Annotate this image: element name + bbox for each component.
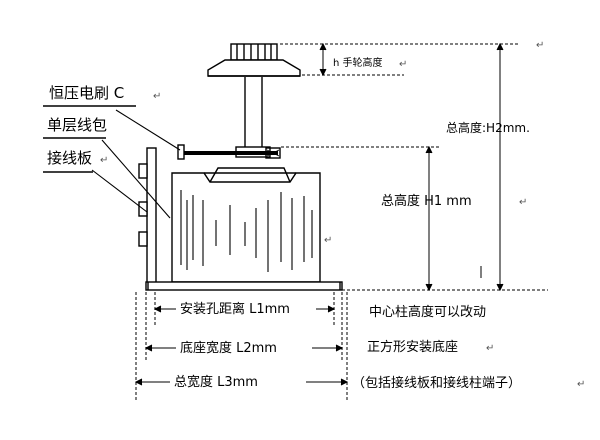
return-mark: ↵ bbox=[399, 59, 407, 70]
note-includes: （包括接线板和接线柱端子） bbox=[352, 375, 521, 391]
coil-body bbox=[171, 167, 321, 283]
return-mark: ↵ bbox=[486, 343, 494, 354]
return-mark: ↵ bbox=[100, 155, 108, 166]
dim-horizontal bbox=[134, 292, 349, 400]
terminal-board bbox=[138, 147, 157, 284]
base-plate bbox=[145, 281, 343, 291]
label-total-width: 总宽度 L3mm bbox=[174, 374, 258, 390]
return-mark: ↵ bbox=[153, 91, 161, 102]
label-brush: 恒压电刷 C bbox=[49, 84, 124, 102]
leader-lines bbox=[91, 109, 181, 219]
return-mark: ↵ bbox=[519, 197, 527, 208]
label-total-height-h1: 总高度 H1 mm bbox=[381, 193, 472, 209]
dim-total-height-h2 bbox=[280, 42, 520, 292]
brush-arm bbox=[177, 144, 281, 160]
label-total-height-h2: 总高度:H2mm. bbox=[446, 120, 530, 135]
handwheel bbox=[207, 43, 301, 77]
return-mark: ↵ bbox=[577, 379, 585, 390]
note-square-base: 正方形安装底座 bbox=[367, 339, 458, 355]
label-base-width: 底座宽度 L2mm bbox=[180, 340, 277, 356]
return-mark: ↵ bbox=[536, 40, 544, 51]
label-mounting-hole-spacing: 安装孔距离 L1mm bbox=[180, 301, 290, 317]
return-mark: ↵ bbox=[324, 235, 332, 246]
label-terminal-board: 接线板 bbox=[47, 149, 92, 167]
label-handwheel-height: h 手轮高度 bbox=[333, 56, 383, 69]
center-shaft bbox=[235, 77, 271, 158]
label-coil: 单层线包 bbox=[47, 116, 107, 134]
note-center-post: 中心柱高度可以改动 bbox=[369, 304, 486, 320]
dim-total-height-h1 bbox=[281, 145, 482, 292]
